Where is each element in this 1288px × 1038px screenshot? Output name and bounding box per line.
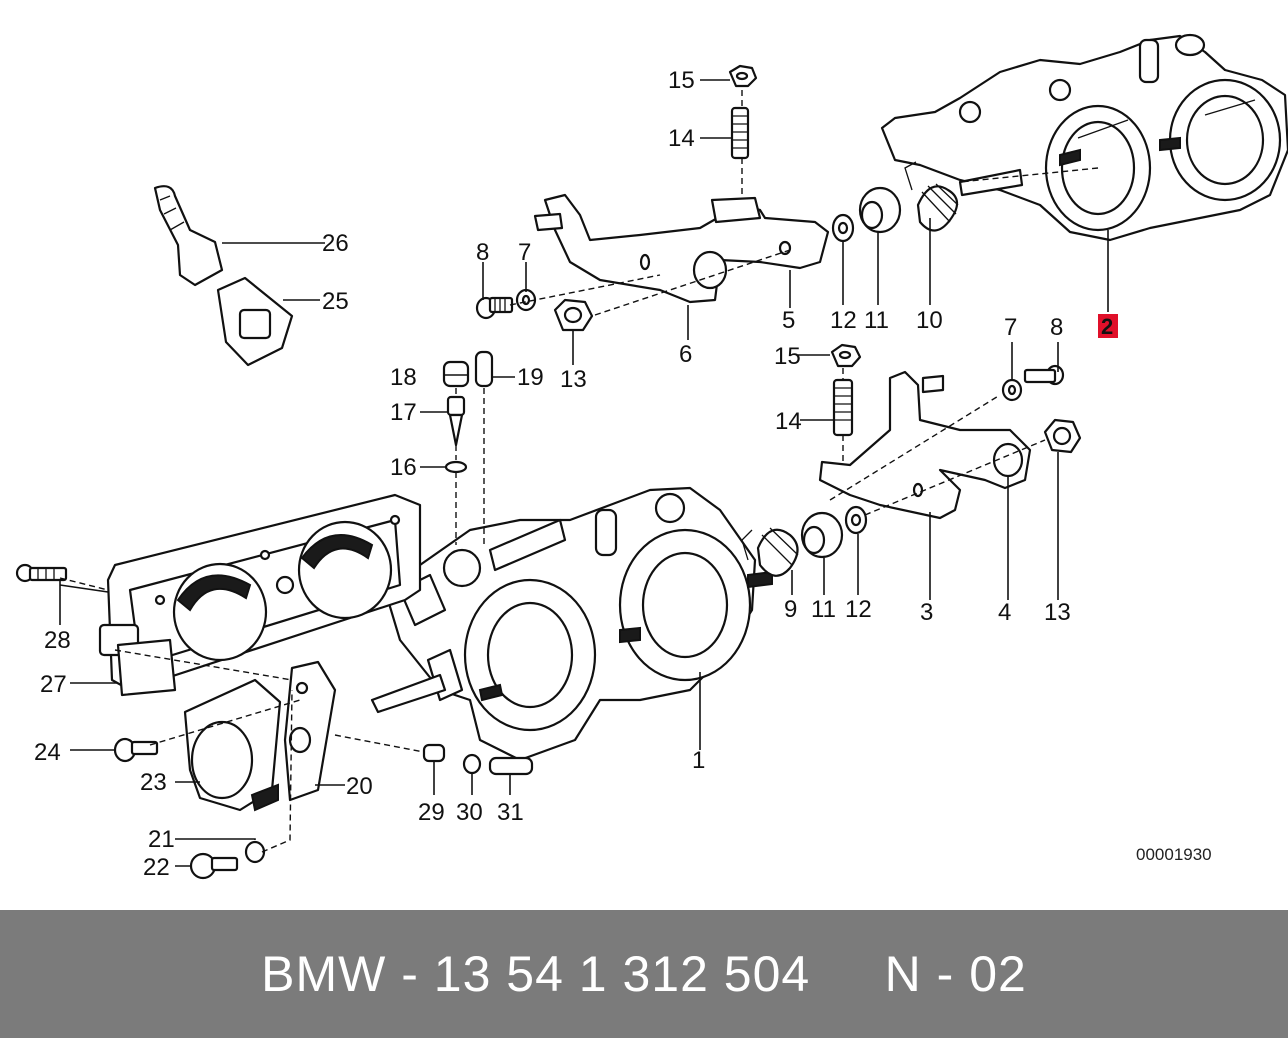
- label-13: 13: [1044, 599, 1071, 626]
- label-6: 6: [679, 341, 692, 368]
- screw-24[interactable]: [113, 737, 159, 763]
- nut-15-lower[interactable]: [830, 343, 862, 368]
- bushing-11-upper[interactable]: [858, 186, 902, 234]
- assembly-lines: [59, 90, 1099, 853]
- label-5: 5: [782, 307, 795, 334]
- parts-diagram: 15 14 26 25 8 7 13 6 5 12 11 10 2 15 14 …: [15, 33, 1288, 881]
- throttle-housing-lower[interactable]: [370, 486, 773, 762]
- label-14: 14: [775, 408, 802, 435]
- label-23: 23: [140, 769, 167, 796]
- washer-30[interactable]: [462, 753, 482, 775]
- label-7: 7: [518, 239, 531, 266]
- label-21: 21: [148, 826, 175, 853]
- label-8: 8: [476, 239, 489, 266]
- sleeve-29[interactable]: [422, 743, 446, 763]
- label-25: 25: [322, 288, 349, 315]
- nut-13-lower[interactable]: [1043, 418, 1082, 454]
- pin-31[interactable]: [488, 756, 534, 776]
- label-13: 13: [560, 366, 587, 393]
- label-3: 3: [920, 599, 933, 626]
- screw-28[interactable]: [15, 563, 68, 583]
- label-20: 20: [346, 773, 373, 800]
- label-19: 19: [517, 364, 544, 391]
- label-10: 10: [916, 307, 943, 334]
- caption-bar: BMW - 13 54 1 312 504 N - 02: [0, 910, 1288, 1038]
- stud-14-lower[interactable]: [832, 378, 854, 437]
- plug-connector-25[interactable]: [216, 276, 294, 367]
- highlight-marker-2: [1098, 314, 1118, 338]
- label-11: 11: [864, 307, 889, 334]
- washer-7-lower[interactable]: [1001, 378, 1023, 402]
- washer-12-lower[interactable]: [844, 505, 868, 535]
- seal-16[interactable]: [444, 460, 468, 474]
- label-1: 1: [692, 747, 705, 774]
- throttle-switch-23[interactable]: [183, 678, 282, 812]
- leader-lines: [59, 79, 1109, 867]
- washer-21[interactable]: [244, 840, 266, 864]
- reference-number: 00001930: [1136, 845, 1212, 864]
- label-18: 18: [390, 364, 417, 391]
- label-28: 28: [44, 627, 71, 654]
- bushing-11-lower[interactable]: [800, 511, 844, 559]
- stud-14-upper[interactable]: [730, 106, 750, 160]
- label-15: 15: [668, 67, 695, 94]
- screw-22[interactable]: [189, 852, 239, 880]
- label-31: 31: [497, 799, 524, 826]
- label-26: 26: [322, 230, 349, 257]
- spring-9[interactable]: [741, 527, 799, 577]
- nut-13-upper[interactable]: [553, 298, 594, 332]
- part-labels: 15 14 26 25 8 7 13 6 5 12 11 10 2 15 14 …: [34, 67, 1212, 881]
- washer-12-upper[interactable]: [831, 213, 855, 243]
- label-8: 8: [1050, 314, 1063, 341]
- spring-10[interactable]: [904, 161, 959, 232]
- label-22: 22: [143, 854, 170, 881]
- label-14: 14: [668, 125, 695, 152]
- label-27: 27: [40, 671, 67, 698]
- label-30: 30: [456, 799, 483, 826]
- label-4: 4: [998, 599, 1011, 626]
- part-number-caption: BMW - 13 54 1 312 504 N - 02: [261, 946, 1027, 1002]
- bracket-20[interactable]: [283, 660, 337, 802]
- label-29: 29: [418, 799, 445, 826]
- intake-gasket-block[interactable]: [98, 493, 422, 697]
- nut-15-upper[interactable]: [728, 64, 758, 88]
- label-9: 9: [784, 596, 797, 623]
- sleeve-19[interactable]: [474, 350, 494, 388]
- screw-8-upper[interactable]: [475, 296, 514, 320]
- label-24: 24: [34, 739, 61, 766]
- label-11: 11: [811, 596, 836, 623]
- label-12: 12: [845, 596, 872, 623]
- label-2: 2: [1101, 314, 1113, 339]
- cap-18[interactable]: [442, 360, 470, 388]
- screw-17[interactable]: [446, 395, 466, 447]
- label-17: 17: [390, 399, 417, 426]
- label-16: 16: [390, 454, 417, 481]
- diagram-canvas: 15 14 26 25 8 7 13 6 5 12 11 10 2 15 14 …: [15, 33, 1288, 881]
- label-7: 7: [1004, 314, 1017, 341]
- label-15: 15: [774, 343, 801, 370]
- connector-boot-26[interactable]: [153, 185, 224, 287]
- label-12: 12: [830, 307, 857, 334]
- screw-8-lower[interactable]: [1023, 364, 1065, 386]
